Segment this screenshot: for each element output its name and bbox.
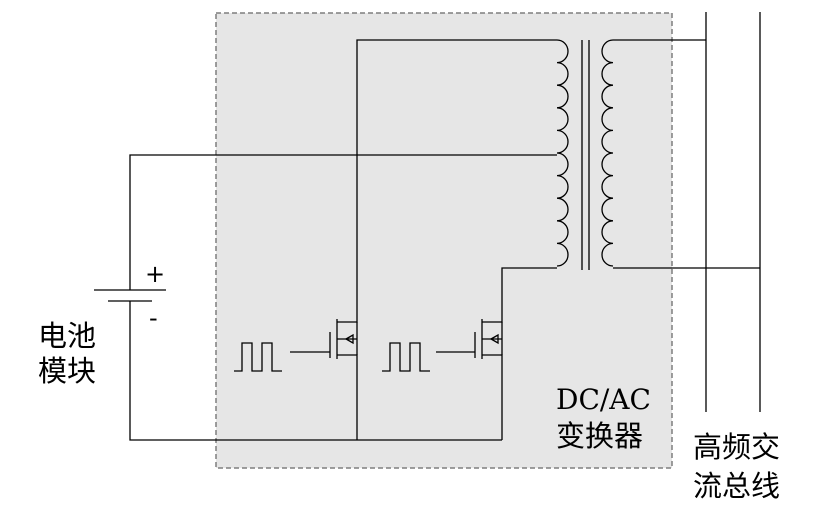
battery-negative-wire: [129, 301, 502, 441]
battery-positive-wire: [129, 154, 557, 290]
mosfet-2: [436, 318, 503, 440]
primary-bottom-wire: [501, 267, 557, 318]
battery-minus-sign: -: [149, 304, 158, 332]
secondary-winding: [601, 39, 614, 267]
converter-label-line1: DC/AC: [556, 383, 651, 416]
primary-top-wire: [356, 39, 557, 318]
converter-box: [215, 12, 673, 469]
primary-winding: [556, 39, 569, 267]
bus-label-line2: 流总线: [693, 469, 781, 503]
battery-label-line2: 模块: [38, 354, 97, 388]
mosfet-1: [290, 318, 358, 440]
bus-label-line1: 高频交: [693, 430, 781, 464]
gate-pulse-2: [382, 342, 430, 372]
converter-label-line2: 变换器: [556, 419, 644, 453]
battery-plus-sign: +: [145, 260, 166, 288]
battery-label-line1: 电池: [38, 319, 97, 353]
gate-pulse-1: [234, 342, 282, 372]
